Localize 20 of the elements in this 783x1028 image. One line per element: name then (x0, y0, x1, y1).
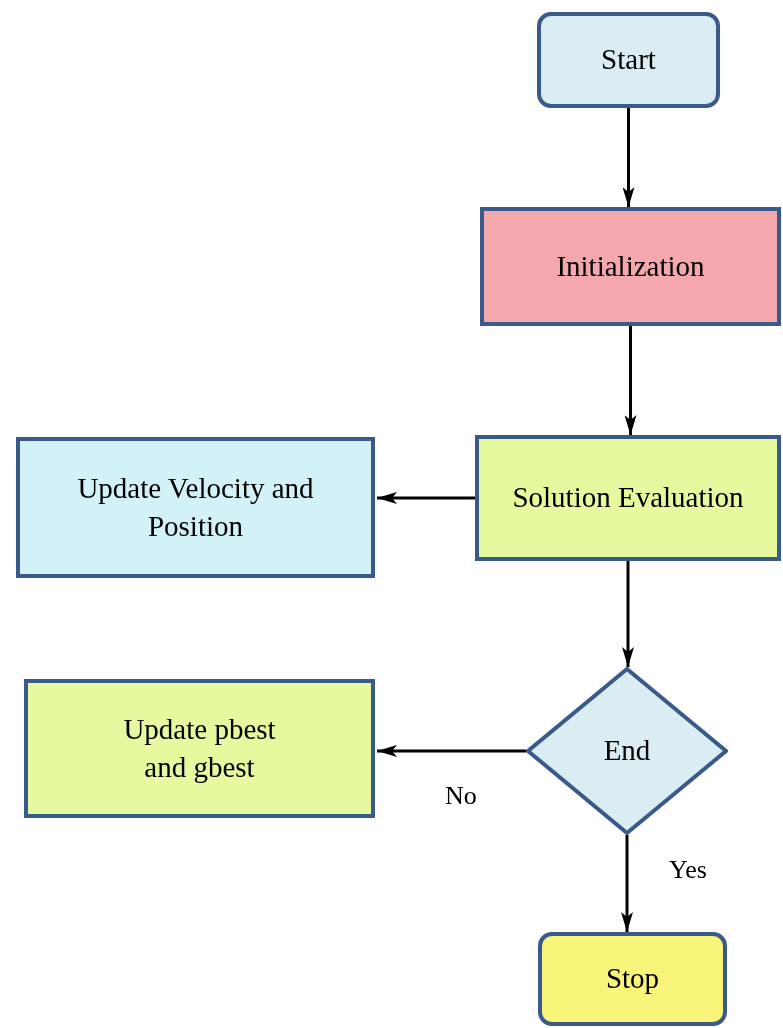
process-box (24, 679, 375, 818)
node-label: Update pbest and gbest (122, 711, 277, 785)
arrow (621, 835, 633, 932)
process-box (480, 207, 781, 326)
arrow (622, 561, 634, 667)
process-box (16, 437, 375, 578)
terminal-box (537, 12, 720, 108)
node-label: Start (601, 42, 656, 78)
arrow (377, 492, 475, 504)
arrow (622, 108, 635, 207)
node-label: Solution Evaluation (512, 480, 744, 516)
arrow (624, 326, 637, 435)
node-label: End (603, 733, 651, 769)
process-box (475, 435, 781, 561)
node-label: Stop (605, 961, 660, 997)
terminal-box (538, 932, 727, 1026)
decision-diamond (526, 667, 728, 835)
arrow (377, 745, 526, 757)
node-label: Initialization (556, 248, 705, 284)
node-label: Update Velocity and Position (76, 470, 315, 544)
